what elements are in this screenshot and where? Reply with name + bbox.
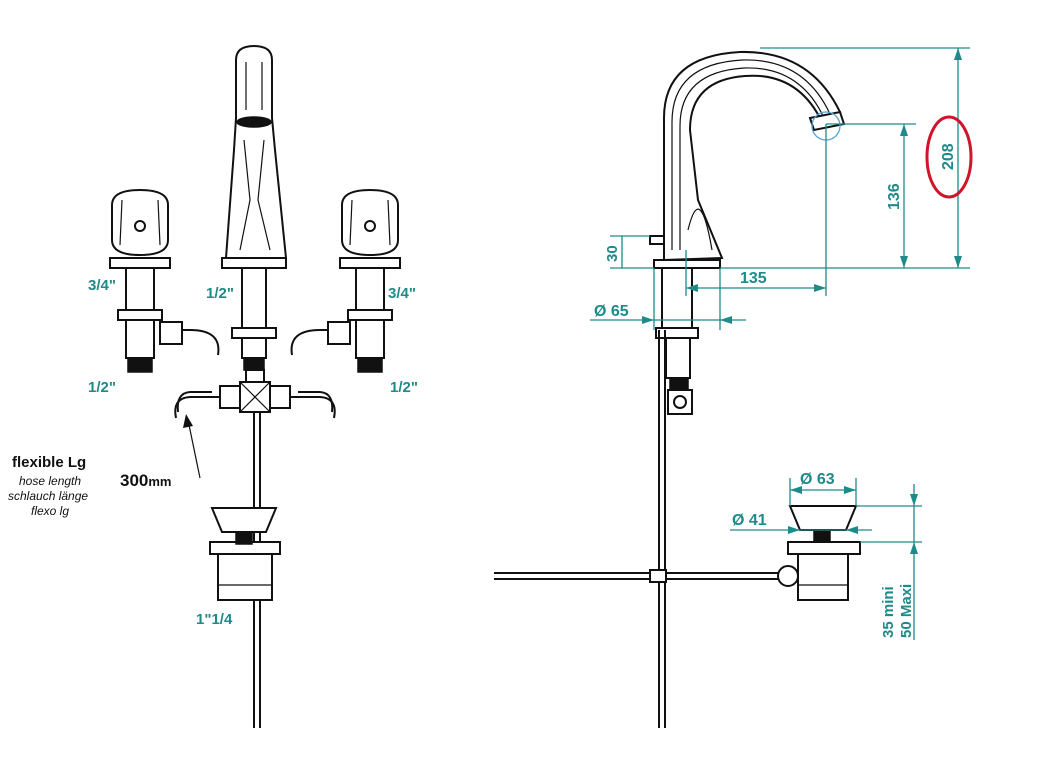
side-deck (653, 259, 721, 415)
hose-title: flexible Lg (12, 454, 86, 471)
front-view (109, 44, 401, 728)
hose-english: hose length (19, 474, 81, 488)
highlight-ellipse (925, 115, 973, 199)
hose-length-value: 300mm (120, 471, 172, 490)
outlet-right-label: 1/2" (390, 379, 418, 396)
front-waste (209, 507, 281, 601)
inlet-center-label: 1/2" (206, 285, 234, 302)
dim-total-height: 208 (940, 143, 957, 170)
side-waste (787, 505, 861, 601)
dim-waste-top: Ø 63 (800, 471, 835, 488)
dim-waste-mini: 35 mini (880, 586, 897, 638)
mixing-block (174, 369, 336, 419)
hose-german: schlauch länge (8, 489, 88, 503)
dim-waste-inner: Ø 41 (732, 512, 767, 529)
gooseneck-spout (649, 50, 846, 262)
dim-spout-height: 136 (886, 183, 903, 210)
dim-waste-maxi: 50 Maxi (898, 584, 915, 638)
dim-deck-height: 30 (604, 245, 621, 262)
right-handle (290, 188, 401, 373)
left-handle (109, 188, 220, 373)
inlet-left-label: 3/4" (88, 277, 116, 294)
side-view (494, 47, 973, 728)
center-spout (221, 44, 288, 371)
waste-size-label: 1"1/4 (196, 611, 233, 628)
dimension-lines (590, 47, 970, 640)
outlet-left-label: 1/2" (88, 379, 116, 396)
inlet-right-label: 3/4" (388, 285, 416, 302)
hose-arrow (183, 414, 201, 479)
dim-spout-reach: 135 (740, 270, 767, 287)
dim-hole: Ø 65 (594, 303, 629, 320)
hose-french: flexo lg (31, 504, 69, 518)
